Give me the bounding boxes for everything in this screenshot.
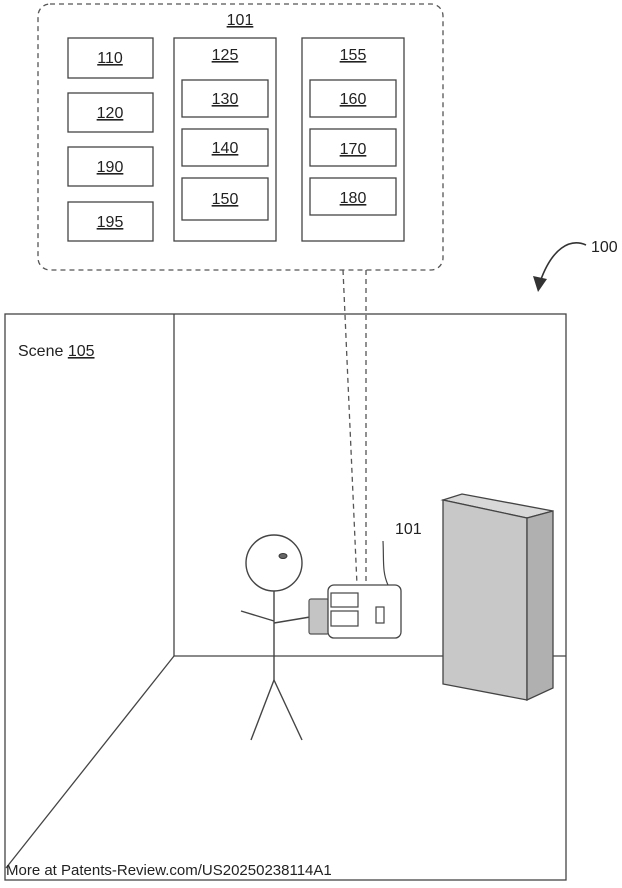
group-label-155: 155: [340, 47, 367, 64]
person-head: [246, 535, 302, 591]
component-label-170: 170: [340, 141, 367, 158]
component-label-130: 130: [212, 91, 239, 108]
figure-number-label: 100: [591, 239, 618, 256]
device-button: [376, 607, 384, 623]
cabinet-side-face: [527, 511, 553, 700]
group-label-125: 125: [212, 47, 239, 64]
component-column-1: 110 120 190 195: [68, 38, 153, 241]
scene-label-ref: 105: [68, 343, 95, 360]
component-group-125: 125 130 140 150: [174, 38, 276, 241]
person-figure: [241, 535, 310, 740]
scene-label-prefix: Scene: [18, 343, 68, 360]
component-label-120: 120: [97, 105, 124, 122]
device-screen-bottom: [331, 611, 358, 626]
figure-reference-arrow: [540, 243, 586, 282]
cabinet-object: [443, 494, 553, 700]
figure-reference-arrowhead: [533, 276, 547, 292]
device-leader-line: [383, 541, 388, 585]
source-footer: More at Patents-Review.com/US20250238114…: [6, 862, 332, 879]
device-reference-label: 101: [395, 521, 422, 538]
person-right-leg: [274, 680, 302, 740]
component-label-160: 160: [340, 91, 367, 108]
component-label-195: 195: [97, 214, 124, 231]
component-label-190: 190: [97, 159, 124, 176]
component-group-155: 155 160 170 180: [302, 38, 404, 241]
device-grip: [309, 599, 329, 634]
person-eye: [279, 554, 287, 559]
component-label-180: 180: [340, 190, 367, 207]
room-floor-left-edge: [6, 656, 174, 868]
connector-line-left: [343, 270, 357, 585]
cabinet-front-face: [443, 500, 527, 700]
component-label-110: 110: [97, 50, 123, 67]
device-screen-top: [331, 593, 358, 607]
component-label-150: 150: [212, 191, 239, 208]
person-left-leg: [251, 680, 274, 740]
breakout-connector: [343, 270, 366, 585]
scene-label: Scene 105: [18, 343, 95, 360]
person-right-arm: [274, 617, 310, 623]
device-breakout-label: 101: [227, 12, 254, 29]
person-left-arm: [241, 611, 274, 621]
figure-reference-100: 100: [533, 239, 618, 292]
component-label-140: 140: [212, 140, 239, 157]
device-breakout: 101 110 120 190 195 125 130 140 150: [38, 4, 443, 270]
